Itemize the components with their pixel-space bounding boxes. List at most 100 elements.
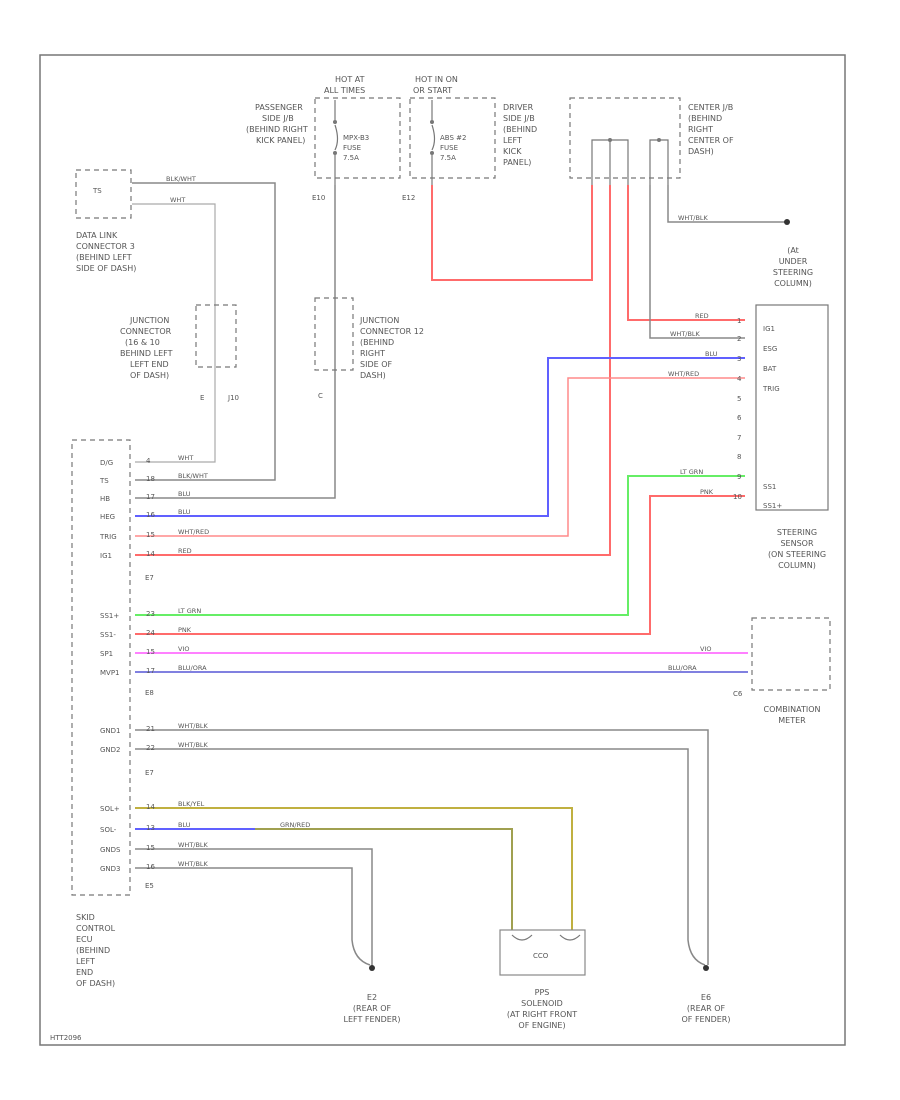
grn-red-wire-sol bbox=[255, 828, 513, 930]
svg-text:DRIVER: DRIVER bbox=[503, 103, 534, 112]
svg-text:E6: E6 bbox=[701, 993, 711, 1002]
gray-wire-hb bbox=[135, 185, 336, 499]
svg-text:VIO: VIO bbox=[178, 645, 189, 653]
pps-solenoid-box bbox=[499, 929, 586, 976]
green-wire-ss1 bbox=[135, 475, 745, 616]
svg-text:BAT: BAT bbox=[763, 365, 777, 373]
connector-e7b: E7 bbox=[145, 769, 154, 777]
svg-text:(16 & 10: (16 & 10 bbox=[125, 338, 160, 347]
svg-text:(ON STEERING: (ON STEERING bbox=[768, 550, 826, 559]
svg-text:HEG: HEG bbox=[100, 513, 115, 521]
connector-e7a: E7 bbox=[145, 574, 154, 582]
svg-text:HB: HB bbox=[100, 495, 110, 503]
svg-text:DATA LINK: DATA LINK bbox=[76, 231, 118, 240]
hot-at-timer-label: HOT AT ALL TIMES bbox=[324, 75, 365, 95]
svg-text:RIGHT: RIGHT bbox=[688, 125, 713, 134]
svg-text:16: 16 bbox=[146, 511, 155, 519]
svg-text:GNDS: GNDS bbox=[100, 846, 121, 854]
svg-text:BLU: BLU bbox=[178, 490, 191, 498]
svg-text:PASSENGER: PASSENGER bbox=[255, 103, 303, 112]
svg-text:PANEL): PANEL) bbox=[503, 158, 531, 167]
svg-text:VIO: VIO bbox=[700, 645, 711, 653]
svg-text:CONNECTOR: CONNECTOR bbox=[120, 327, 172, 336]
gray-wire-gnd2 bbox=[135, 748, 706, 966]
svg-text:PNK: PNK bbox=[700, 488, 714, 496]
pink-wire-trig bbox=[135, 377, 745, 537]
svg-text:(AT RIGHT FRONT: (AT RIGHT FRONT bbox=[507, 1010, 577, 1019]
svg-text:ALL TIMES: ALL TIMES bbox=[324, 86, 365, 95]
svg-text:CONTROL: CONTROL bbox=[76, 924, 116, 933]
svg-text:CENTER OF: CENTER OF bbox=[688, 136, 734, 145]
center-jb-bus bbox=[591, 138, 669, 185]
passenger-jb-box bbox=[314, 97, 401, 179]
pink-wire-ss1plus bbox=[135, 495, 745, 635]
svg-text:4: 4 bbox=[146, 457, 151, 465]
svg-text:BLU: BLU bbox=[178, 821, 191, 829]
svg-text:CENTER J/B: CENTER J/B bbox=[688, 103, 733, 112]
svg-text:SIDE OF DASH): SIDE OF DASH) bbox=[76, 264, 136, 273]
wire-color-labels: WHT BLK/WHT BLU BLU WHT/RED RED LT GRN P… bbox=[178, 214, 718, 868]
svg-text:SENSOR: SENSOR bbox=[780, 539, 813, 548]
red-wire-fuse bbox=[431, 185, 593, 281]
gray-wire-ts bbox=[132, 182, 276, 481]
diagram-frame bbox=[39, 54, 846, 1046]
gray-wire-dg bbox=[132, 203, 216, 463]
svg-text:SKID: SKID bbox=[76, 913, 95, 922]
svg-text:GRN/RED: GRN/RED bbox=[280, 821, 310, 829]
ground-point-top bbox=[784, 219, 790, 225]
svg-text:BLK/WHT: BLK/WHT bbox=[178, 472, 208, 480]
svg-text:SOLENOID: SOLENOID bbox=[521, 999, 563, 1008]
svg-text:STEERING: STEERING bbox=[777, 528, 817, 537]
svg-text:SP1: SP1 bbox=[100, 650, 113, 658]
svg-text:SS1+: SS1+ bbox=[763, 502, 782, 510]
svg-text:LT GRN: LT GRN bbox=[680, 468, 703, 476]
dlc-ts: TS bbox=[92, 187, 102, 195]
ecu-pin-names: D/G TS HB HEG TRIG IG1 SS1+ SS1- SP1 MVP… bbox=[99, 459, 121, 873]
svg-text:9: 9 bbox=[737, 473, 741, 481]
svg-text:LEFT END: LEFT END bbox=[130, 360, 169, 369]
svg-text:WHT: WHT bbox=[170, 196, 185, 204]
svg-text:15: 15 bbox=[146, 531, 155, 539]
svg-text:BLU: BLU bbox=[705, 350, 718, 358]
dlc-label: DATA LINK CONNECTOR 3 (BEHIND LEFT SIDE … bbox=[76, 231, 136, 273]
svg-text:WHT/BLK: WHT/BLK bbox=[178, 860, 209, 868]
svg-text:LEFT: LEFT bbox=[503, 136, 522, 145]
svg-text:WHT/BLK: WHT/BLK bbox=[178, 722, 209, 730]
svg-text:METER: METER bbox=[778, 716, 806, 725]
svg-text:OF FENDER): OF FENDER) bbox=[682, 1015, 731, 1024]
driver-jb-label: DRIVER SIDE J/B (BEHIND LEFT KICK PANEL) bbox=[503, 103, 537, 167]
svg-text:TRIG: TRIG bbox=[99, 533, 117, 541]
svg-text:COLUMN): COLUMN) bbox=[774, 279, 812, 288]
svg-text:(BEHIND: (BEHIND bbox=[76, 946, 110, 955]
svg-text:ECU: ECU bbox=[76, 935, 93, 944]
red-wire-ig1-ecu bbox=[135, 185, 611, 556]
svg-text:WHT/BLK: WHT/BLK bbox=[178, 841, 209, 849]
svg-text:TS: TS bbox=[99, 477, 109, 485]
connector-e8: E8 bbox=[145, 689, 154, 697]
abs-fuse: ABS #2 FUSE 7.5A bbox=[430, 100, 466, 185]
svg-text:IG1: IG1 bbox=[763, 325, 775, 333]
svg-text:JUNCTION: JUNCTION bbox=[129, 316, 169, 325]
svg-text:13: 13 bbox=[146, 824, 155, 832]
svg-text:COMBINATION: COMBINATION bbox=[764, 705, 821, 714]
e6-label: E6 (REAR OF OF FENDER) bbox=[682, 993, 731, 1024]
svg-text:CONNECTOR 12: CONNECTOR 12 bbox=[360, 327, 424, 336]
svg-text:ESG: ESG bbox=[763, 345, 777, 353]
jc-left-connectors: E J10 bbox=[200, 394, 239, 402]
red-wire-ig1-sensor bbox=[627, 185, 745, 321]
svg-text:COLUMN): COLUMN) bbox=[778, 561, 816, 570]
svg-text:PPS: PPS bbox=[535, 988, 550, 997]
jc-right-connector: C bbox=[318, 392, 323, 400]
svg-text:JUNCTION: JUNCTION bbox=[359, 316, 399, 325]
svg-text:OF DASH): OF DASH) bbox=[130, 371, 169, 380]
svg-text:GND2: GND2 bbox=[100, 746, 121, 754]
svg-text:TRIG: TRIG bbox=[762, 385, 780, 393]
svg-text:17: 17 bbox=[146, 493, 155, 501]
hot-in-on-label: HOT IN ON OR START bbox=[413, 75, 458, 95]
svg-text:LT GRN: LT GRN bbox=[178, 607, 201, 615]
svg-text:GND3: GND3 bbox=[100, 865, 121, 873]
svg-text:IG1: IG1 bbox=[100, 552, 112, 560]
svg-text:PNK: PNK bbox=[178, 626, 192, 634]
svg-text:21: 21 bbox=[146, 725, 155, 733]
svg-text:1: 1 bbox=[737, 317, 741, 325]
